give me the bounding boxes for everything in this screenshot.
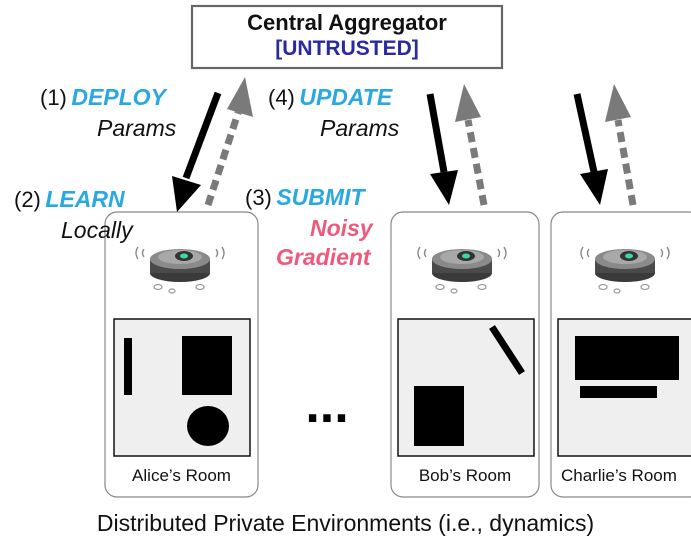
submit-noisy: Noisy [310, 215, 373, 241]
bob-room-label: Bob’s Room [418, 466, 512, 485]
learn-num: (2) [14, 187, 41, 212]
bob-up-arrow-head [455, 84, 481, 122]
bob-up-arrow [464, 119, 488, 206]
charlie-down-arrow [573, 93, 598, 173]
charlie-obstacle-wide [575, 336, 679, 380]
alice-obstacle-bar [124, 338, 132, 395]
alice-obstacle-circle [187, 406, 229, 446]
charlie-room-label: Charlie’s Room [561, 466, 677, 485]
alice-room-label: Alice’s Room [132, 466, 231, 485]
caption: Distributed Private Environments (i.e., … [96, 510, 595, 536]
charlie-obstacle-thin [580, 386, 657, 398]
charlie-up-arrow [614, 119, 637, 206]
deploy-num: (1) [40, 85, 67, 110]
submit-num: (3) [245, 185, 272, 210]
aggregator-title: Central Aggregator [247, 10, 447, 35]
aggregator-tag: [UNTRUSTED] [275, 37, 419, 60]
charlie-up-arrow-head [605, 84, 631, 122]
alice-obstacle-square [182, 336, 232, 395]
deploy-keyword: DEPLOY [71, 84, 166, 110]
update-label: (4) UPDATE [268, 84, 392, 111]
submit-arrow [204, 108, 243, 207]
ellipsis: ... [305, 376, 348, 434]
learn-sub: Locally [61, 217, 133, 243]
bob-down-arrow-head [430, 170, 458, 205]
deploy-label: (1) DEPLOY [40, 84, 166, 111]
charlie-down-arrow-head [580, 169, 608, 205]
submit-arrow-head [227, 77, 253, 117]
aggregator-box [190, 4, 504, 70]
update-keyword: UPDATE [299, 84, 393, 110]
submit-keyword: SUBMIT [276, 184, 365, 210]
update-num: (4) [268, 85, 295, 110]
learn-keyword: LEARN [45, 186, 125, 212]
update-sub: Params [320, 115, 400, 141]
deploy-arrow-head [172, 176, 201, 212]
learn-label: (2) LEARN [14, 186, 125, 213]
submit-gradient: Gradient [276, 244, 371, 270]
bob-obstacle-diagonal [489, 325, 525, 375]
bob-down-arrow [426, 93, 448, 173]
bob-obstacle-square [414, 386, 464, 446]
deploy-arrow [182, 91, 222, 180]
deploy-sub: Params [97, 115, 177, 141]
submit-label: (3) SUBMIT [245, 184, 365, 211]
